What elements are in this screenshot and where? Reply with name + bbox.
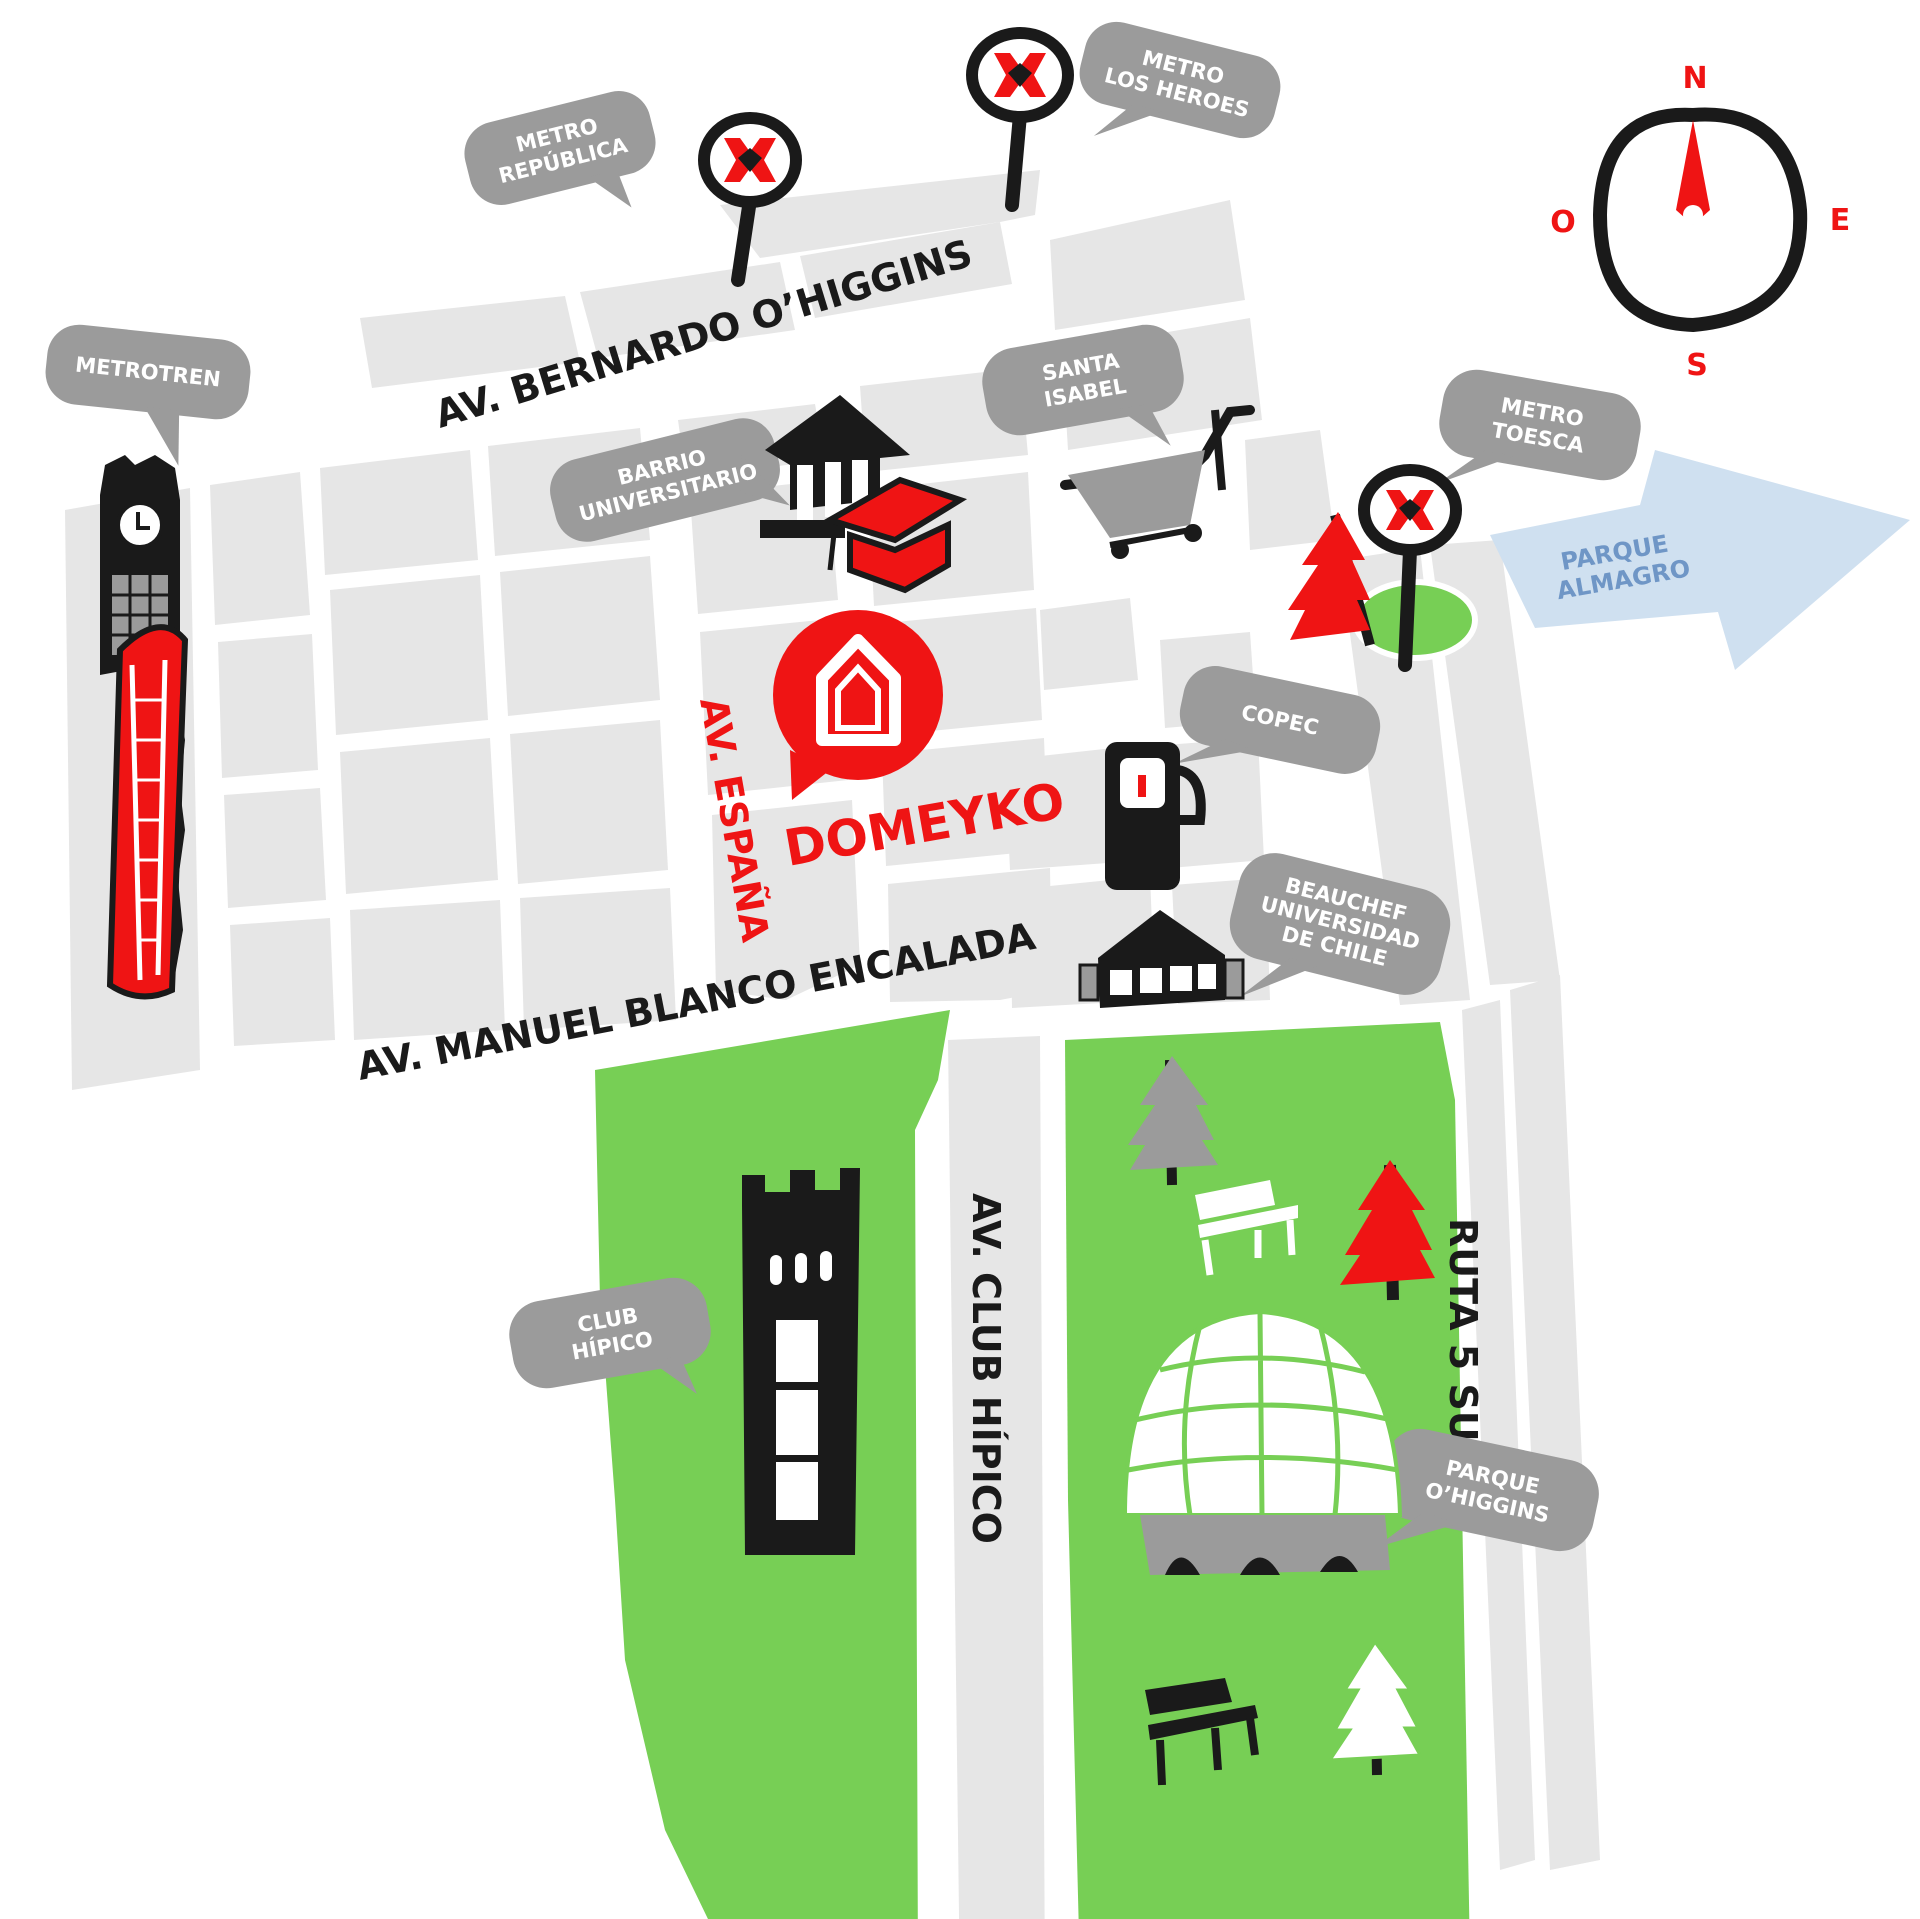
domeyko-location-pin (773, 610, 943, 800)
block (720, 170, 1040, 258)
compass-south: S (1686, 348, 1708, 383)
block (948, 1036, 1045, 1919)
metro-sign-toesca (1352, 464, 1478, 672)
white-bench-icon (1195, 1180, 1298, 1276)
block (712, 800, 860, 1000)
bubble-copec: COPEC (1173, 666, 1381, 774)
compass-north: N (1682, 61, 1707, 96)
gas-pump-icon (1105, 742, 1206, 890)
compass-west: O (1550, 205, 1576, 240)
block (1340, 548, 1470, 1005)
bubble-beauchef: BEAUCHEFUNIVERSIDADDE CHILE (1229, 853, 1451, 997)
dome-building-icon (1122, 1309, 1403, 1575)
shopping-cart-icon (1060, 405, 1255, 559)
block (360, 296, 580, 388)
compass-icon (1592, 107, 1808, 333)
block (520, 888, 676, 1030)
compass-east: E (1830, 203, 1851, 238)
bubble-club-hipico: CLUBHÍPICO (509, 1277, 711, 1394)
block (1510, 975, 1600, 1870)
street-label-ruta5: RUTA 5 SUR (1441, 1218, 1485, 1471)
gray-tree-icon (1128, 1056, 1218, 1186)
parque-almagro-arrow (1490, 450, 1910, 670)
black-bench-icon (1145, 1678, 1259, 1786)
block (1040, 598, 1138, 690)
red-tree-icon (1288, 512, 1375, 647)
metro-sign-heroes (966, 27, 1074, 212)
street-label-club-hipico: AV. CLUB HÍPICO (964, 1193, 1008, 1544)
bubble-parque-ohiggins: PARQUEO’HIGGINS (1375, 1428, 1599, 1552)
bubble-metro-toesca: METROTOESCA (1438, 369, 1641, 484)
block (510, 720, 668, 884)
university-building-icon (760, 395, 910, 538)
club-hipico-tower-icon (742, 1168, 860, 1555)
block (1050, 200, 1245, 330)
block (218, 634, 318, 778)
bubble-metrotren: METROTREN (45, 324, 251, 466)
block (224, 788, 326, 908)
block (1462, 1000, 1535, 1870)
block (210, 472, 310, 625)
beauchef-building-icon (1078, 910, 1245, 1008)
block (340, 738, 498, 894)
block (1430, 540, 1560, 985)
metro-sign-republica (698, 112, 802, 287)
graduation-cap-icon (822, 476, 968, 594)
bubble-metro-heroes: METROLOS HEROES (1079, 21, 1281, 139)
block (800, 222, 1012, 318)
block (350, 900, 505, 1040)
metrotren-train-icon (106, 624, 189, 1000)
white-tree-icon (1327, 1639, 1423, 1776)
bubble-metro-republica: METROREPÚBLICA (464, 91, 656, 208)
block (230, 918, 335, 1046)
block (330, 575, 488, 735)
red-tree-park-icon (1340, 1160, 1435, 1301)
bubble-santa-isabel: SANTAISABEL (982, 324, 1184, 446)
block (320, 450, 478, 575)
block (500, 556, 660, 716)
block (1245, 430, 1335, 550)
